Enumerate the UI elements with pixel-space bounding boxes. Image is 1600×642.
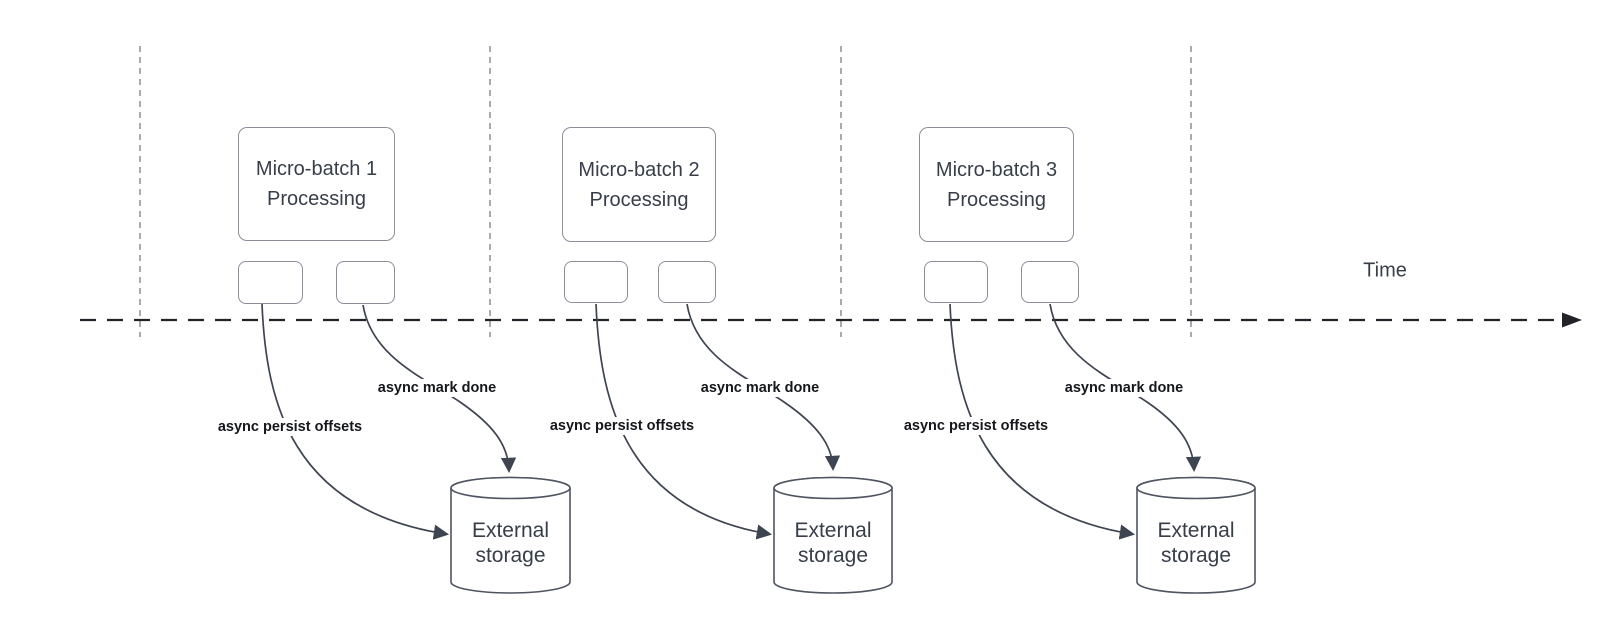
mark-done-task-box-1 <box>336 261 395 304</box>
external-storage-label-3: External storage <box>1157 519 1235 567</box>
mark-done-label-3: async mark done <box>1061 379 1187 397</box>
mark-done-task-box-2 <box>658 261 716 303</box>
persist-offsets-task-box-1 <box>238 261 303 304</box>
micro-batch-1-box-label: Micro-batch 1 Processing <box>255 158 378 210</box>
persist-offsets-task-box-3 <box>924 261 988 303</box>
external-storage-label-1: External storage <box>471 519 550 567</box>
external-storage-cylinder-2 <box>773 476 893 594</box>
micro-batch-3-box-label: Micro-batch 3 Processing <box>935 158 1058 211</box>
persist-offsets-arrow-2 <box>595 303 773 540</box>
mark-done-label-2: async mark done <box>697 379 823 397</box>
persist-offsets-arrow-1 <box>261 303 450 540</box>
micro-batch-2-box: Micro-batch 2 Processing <box>562 127 716 242</box>
micro-batch-2-box-label: Micro-batch 2 Processing <box>578 158 700 211</box>
external-storage-cylinder-1 <box>450 476 571 594</box>
mark-done-task-box-3 <box>1021 261 1079 303</box>
time-label: Time <box>1363 259 1407 282</box>
persist-offsets-label-3: async persist offsets <box>900 417 1052 435</box>
mark-done-arrow-1 <box>362 304 517 474</box>
persist-offsets-task-box-2 <box>564 261 628 303</box>
micro-batch-1-box: Micro-batch 1 Processing <box>238 127 395 241</box>
persist-offsets-label-1: async persist offsets <box>214 418 366 436</box>
persist-offsets-label-2: async persist offsets <box>546 417 698 435</box>
mark-done-arrow-3 <box>1049 303 1202 473</box>
micro-batch-3-box: Micro-batch 3 Processing <box>919 127 1074 242</box>
time-axis-arrowhead-icon <box>1562 312 1582 328</box>
mark-done-label-1: async mark done <box>374 379 500 397</box>
external-storage-cylinder-3 <box>1136 476 1256 594</box>
external-storage-label-2: External storage <box>794 519 872 567</box>
persist-offsets-arrow-3 <box>949 303 1136 540</box>
mark-done-arrow-2 <box>686 303 841 472</box>
